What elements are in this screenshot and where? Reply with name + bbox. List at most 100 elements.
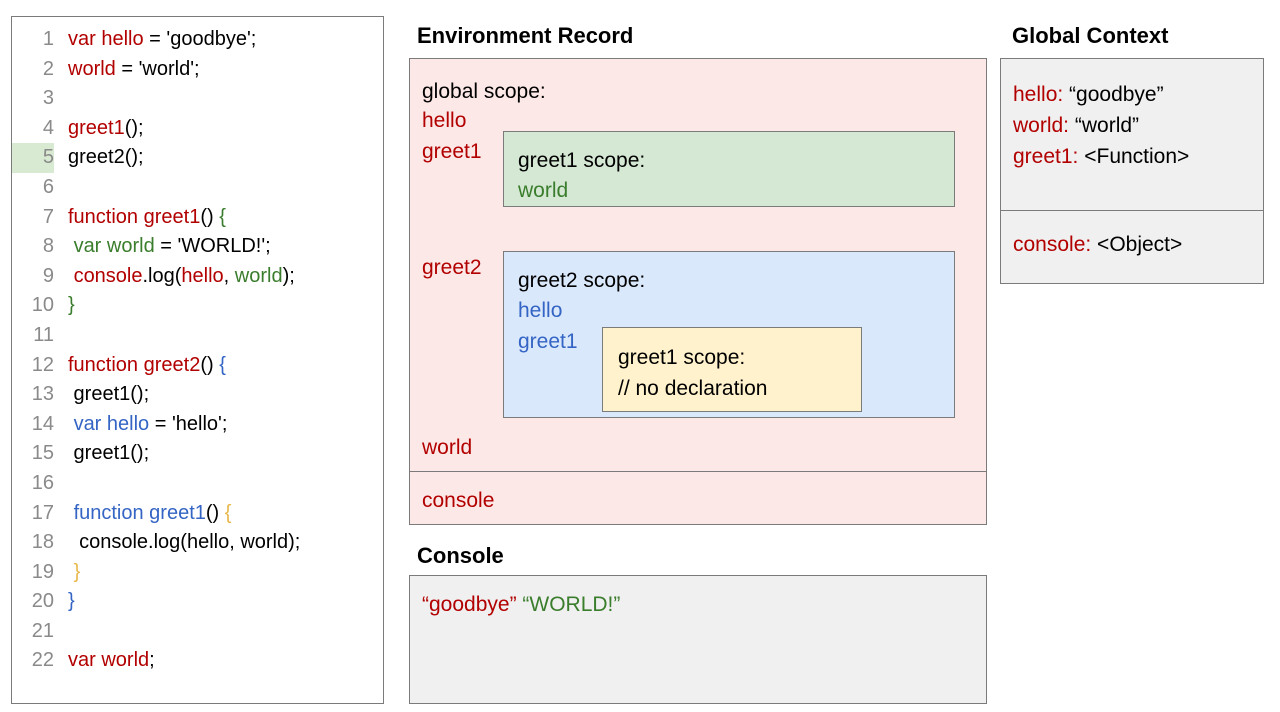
line-number: 14 bbox=[31, 412, 54, 435]
code-line-text: var world; bbox=[54, 646, 155, 676]
global-context-row: hello: “goodbye” bbox=[1013, 79, 1263, 110]
code-line-text: } bbox=[54, 587, 75, 617]
code-line[interactable]: 3 bbox=[12, 84, 383, 114]
environment-record-panel: global scope: hello greet1 greet2 world … bbox=[409, 58, 987, 525]
line-number: 10 bbox=[31, 294, 54, 317]
code-token: } bbox=[68, 590, 75, 613]
line-number: 17 bbox=[31, 501, 54, 524]
global-context-key: hello: bbox=[1013, 83, 1064, 106]
code-line-text: greet2(); bbox=[54, 143, 144, 173]
global-context-key: console: bbox=[1013, 233, 1092, 256]
greet2-scope-variable-hello: hello bbox=[518, 299, 563, 322]
code-line[interactable]: 21 bbox=[12, 617, 383, 647]
code-line[interactable]: 14 var hello = 'hello'; bbox=[12, 410, 383, 440]
code-line[interactable]: 16 bbox=[12, 469, 383, 499]
code-token: = 'hello'; bbox=[149, 412, 228, 435]
global-context-row: console: <Object> bbox=[1013, 229, 1263, 260]
line-number: 20 bbox=[31, 590, 54, 613]
code-token: = 'WORLD!'; bbox=[154, 235, 271, 258]
line-number: 3 bbox=[42, 87, 54, 110]
code-token: { bbox=[219, 353, 226, 376]
greet1-scope-box: greet1 scope: world bbox=[503, 131, 955, 207]
code-line[interactable]: 13 greet1(); bbox=[12, 380, 383, 410]
code-token: world bbox=[68, 57, 116, 80]
code-token: var hello bbox=[68, 28, 144, 50]
binding-hello: hello bbox=[422, 109, 467, 132]
code-line[interactable]: 6 bbox=[12, 173, 383, 203]
code-line-text: function greet2() { bbox=[54, 351, 226, 381]
code-line-text: } bbox=[54, 558, 81, 588]
greet2-scope-variable-greet1: greet1 bbox=[518, 330, 578, 353]
code-line[interactable]: 5 greet2(); bbox=[12, 143, 383, 173]
line-number: 5 bbox=[12, 143, 54, 173]
code-token: function greet1 bbox=[68, 205, 201, 228]
code-line[interactable]: 10} bbox=[12, 291, 383, 321]
code-line[interactable]: 8 var world = 'WORLD!'; bbox=[12, 232, 383, 262]
binding-world: world bbox=[422, 436, 473, 459]
global-context-key: greet1: bbox=[1013, 145, 1079, 168]
line-number: 6 bbox=[42, 175, 54, 198]
greet2-scope-box: greet2 scope: hello greet1 greet1 scope:… bbox=[503, 251, 955, 418]
nested-greet1-scope-note: // no declaration bbox=[618, 377, 768, 400]
code-line[interactable]: 11 bbox=[12, 321, 383, 351]
line-number: 2 bbox=[42, 57, 54, 80]
code-line[interactable]: 19 } bbox=[12, 558, 383, 588]
code-token: = 'goodbye'; bbox=[143, 28, 257, 50]
console-output-panel[interactable]: “goodbye” “WORLD!” bbox=[409, 575, 987, 704]
greet1-scope-title: greet1 scope: bbox=[518, 149, 646, 172]
code-token: greet2(); bbox=[68, 146, 144, 169]
code-token: (); bbox=[124, 116, 144, 139]
code-token: ); bbox=[282, 264, 295, 287]
line-number: 8 bbox=[42, 235, 54, 258]
code-token: , bbox=[223, 264, 235, 287]
code-token: greet1(); bbox=[68, 442, 150, 465]
code-token: } bbox=[68, 294, 75, 317]
code-line[interactable]: 9 console.log(hello, world); bbox=[12, 262, 383, 292]
global-context-value: “goodbye” bbox=[1063, 83, 1164, 106]
code-token: .log( bbox=[142, 264, 182, 287]
code-token: () bbox=[200, 205, 220, 228]
code-line-text: var hello = 'hello'; bbox=[54, 410, 228, 440]
code-line-text: console.log(hello, world); bbox=[54, 262, 295, 292]
code-line[interactable]: 18 console.log(hello, world); bbox=[12, 528, 383, 558]
code-line-text: console.log(hello, world); bbox=[54, 528, 300, 558]
code-line[interactable]: 2 world = 'world'; bbox=[12, 55, 383, 85]
greet1-scope-variable-world: world bbox=[518, 179, 569, 202]
code-token: var world bbox=[73, 235, 155, 258]
code-token: = 'world'; bbox=[115, 57, 200, 80]
binding-console: console bbox=[422, 489, 495, 512]
console-output-token: “goodbye” bbox=[422, 593, 517, 616]
code-token: greet1(); bbox=[68, 383, 150, 406]
code-line-text: } bbox=[54, 291, 75, 321]
code-token: () bbox=[205, 501, 225, 524]
line-number: 4 bbox=[42, 116, 54, 139]
global-scope-label: global scope: bbox=[422, 80, 546, 103]
code-line-text: var world = 'WORLD!'; bbox=[54, 232, 271, 262]
binding-greet2: greet2 bbox=[422, 256, 482, 279]
console-output-line: “goodbye” “WORLD!” bbox=[422, 594, 986, 615]
line-number: 18 bbox=[31, 531, 54, 554]
code-line[interactable]: 20} bbox=[12, 587, 383, 617]
code-token: console.log(hello, world); bbox=[68, 531, 301, 554]
console-binding-region: console bbox=[410, 472, 986, 524]
global-context-value: “world” bbox=[1069, 114, 1140, 137]
code-line-text: function greet1() { bbox=[54, 499, 232, 529]
line-number: 13 bbox=[31, 383, 54, 406]
code-line[interactable]: 15 greet1(); bbox=[12, 439, 383, 469]
line-number: 22 bbox=[31, 649, 54, 672]
line-number: 19 bbox=[31, 560, 54, 583]
global-context-panel: hello: “goodbye”world: “world”greet1: <F… bbox=[1000, 58, 1264, 284]
line-number: 16 bbox=[31, 471, 54, 494]
code-line[interactable]: 17 function greet1() { bbox=[12, 499, 383, 529]
global-context-value: <Object> bbox=[1091, 233, 1183, 256]
global-context-key: world: bbox=[1013, 114, 1070, 137]
code-token: } bbox=[73, 560, 81, 583]
code-token: { bbox=[224, 501, 232, 524]
code-line-text: greet1(); bbox=[54, 114, 144, 144]
